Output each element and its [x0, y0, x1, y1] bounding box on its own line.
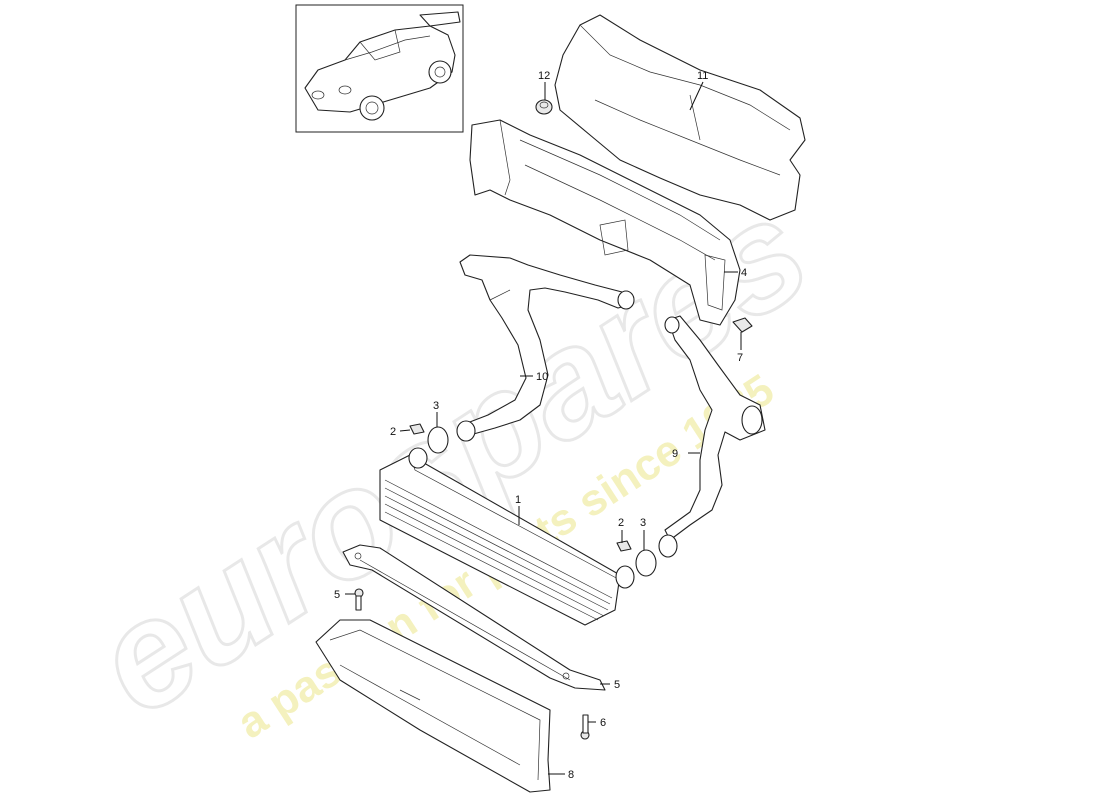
callout-1: 1: [515, 494, 521, 506]
part-seal-clamp-left: [409, 423, 449, 454]
part-bolt-left: [354, 588, 364, 611]
part-lower-air-duct: [315, 619, 551, 793]
callout-9: 9: [672, 448, 678, 460]
callout-8: 8: [568, 769, 574, 781]
part-intercooler: [379, 447, 635, 626]
callout-11: 11: [697, 70, 708, 82]
callout-5-right: 5: [614, 679, 620, 691]
part-clip: [732, 317, 753, 333]
part-hose-left: [456, 254, 635, 442]
part-seal-clamp-right: [616, 540, 657, 577]
part-bolt-right: [580, 714, 590, 740]
callout-2-right: 2: [618, 517, 624, 529]
part-hose-right: [658, 315, 766, 558]
leader-lines: [345, 81, 742, 775]
vehicle-reference-thumbnail: [295, 4, 464, 133]
callout-7: 7: [737, 352, 743, 364]
callout-5-left: 5: [334, 589, 340, 601]
part-air-duct-bracket: [342, 544, 606, 691]
callout-2-left: 2: [390, 426, 396, 438]
callout-3-right: 3: [640, 517, 646, 529]
callout-10: 10: [536, 371, 548, 383]
callout-4: 4: [741, 267, 747, 279]
car-icon: [304, 11, 461, 121]
callout-6: 6: [600, 717, 606, 729]
part-air-guide-shroud: [554, 14, 806, 221]
part-carrier-crossmember: [469, 119, 741, 326]
callout-12: 12: [538, 70, 550, 82]
part-grommet: [535, 99, 553, 115]
callout-3-left: 3: [433, 400, 439, 412]
callout-labels: 1 2 2 3 3 4 5 5 6 7 8 9 10 11 12: [334, 70, 747, 781]
